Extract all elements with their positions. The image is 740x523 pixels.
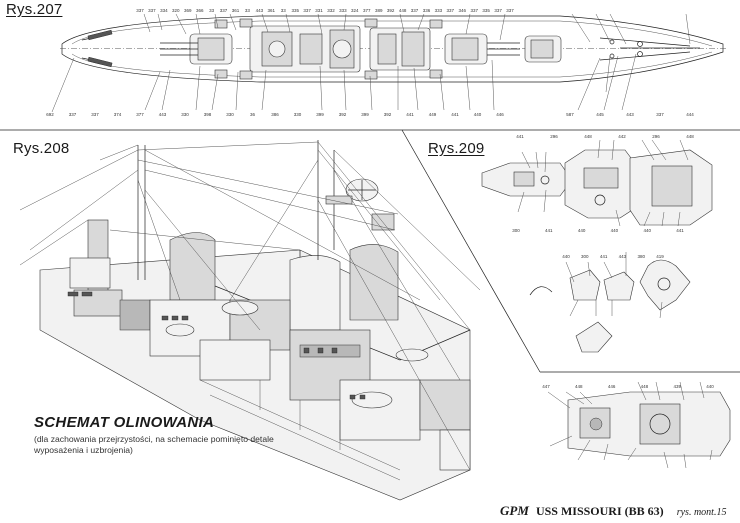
r209-a-3: 442	[618, 134, 626, 139]
deck-top-20: 389	[375, 8, 383, 13]
deck-bottom-13: 392	[339, 112, 347, 117]
r209-a-0: 441	[516, 134, 524, 139]
r209-d-3: 448	[641, 384, 649, 389]
r209-c-4: 380	[637, 254, 645, 259]
figure-label-rys-208: Rys.208	[13, 140, 70, 157]
rigging-isometric-drawing	[19, 140, 481, 501]
deck-right-2: 443	[626, 112, 634, 117]
r209-a-1: 296	[550, 134, 558, 139]
platform-detail-drawings	[481, 139, 731, 469]
deck-right-0: 587	[566, 112, 574, 117]
r209-a-5: 448	[686, 134, 694, 139]
deck-top-30: 337	[494, 8, 502, 13]
deck-top-21: 392	[387, 8, 395, 13]
deck-top-2: 334	[160, 8, 168, 13]
deck-top-12: 33	[281, 8, 287, 13]
deck-bottom-0: 692	[46, 112, 54, 117]
deck-right-3: 337	[656, 112, 664, 117]
deck-top-17: 333	[339, 8, 347, 13]
deck-bottom-16: 441	[406, 112, 414, 117]
deck-top-1: 337	[148, 8, 156, 13]
deck-top-24: 336	[423, 8, 431, 13]
r209-a-2: 448	[584, 134, 592, 139]
rigging-schema-title: SCHEMAT OLINOWANIA	[34, 414, 215, 431]
r209-a-4: 296	[652, 134, 660, 139]
deck-plan-drawing	[51, 13, 726, 113]
deck-bottom-4: 377	[136, 112, 144, 117]
r209-c-5: 419	[656, 254, 664, 259]
deck-bottom-12: 399	[316, 112, 324, 117]
deck-top-25: 333	[435, 8, 443, 13]
deck-top-28: 337	[470, 8, 478, 13]
r209-d-0: 447	[542, 384, 550, 389]
deck-top-14: 337	[303, 8, 311, 13]
section-dividers	[0, 129, 740, 373]
deck-top-22: 448	[399, 8, 407, 13]
publisher-logo: GPM	[500, 503, 529, 518]
deck-top-4: 369	[184, 8, 192, 13]
deck-top-18: 324	[351, 8, 359, 13]
deck-top-3: 320	[172, 8, 180, 13]
deck-bottom-17: 449	[429, 112, 437, 117]
r209-d-4: 439	[673, 384, 681, 389]
deck-top-10: 443	[256, 8, 264, 13]
deck-top-19: 377	[363, 8, 371, 13]
r209-c-3: 443	[619, 254, 627, 259]
sheet-number: rys. mont.15	[676, 507, 727, 518]
deck-right-4: 444	[686, 112, 694, 117]
deck-top-8: 361	[232, 8, 240, 13]
deck-top-29: 335	[482, 8, 490, 13]
deck-bottom-3: 374	[114, 112, 122, 117]
r209-b-0: 300	[512, 228, 520, 233]
deck-top-26: 337	[447, 8, 455, 13]
deck-bottom-14: 399	[361, 112, 369, 117]
r209-c-2: 441	[600, 254, 608, 259]
deck-bottom-1: 337	[69, 112, 77, 117]
deck-bottom-9: 36	[250, 112, 256, 117]
r209-c-1: 300	[581, 254, 589, 259]
r209-b-5: 441	[676, 228, 684, 233]
deck-top-9: 33	[245, 8, 251, 13]
r209-d-2: 446	[608, 384, 616, 389]
deck-top-0: 337	[136, 8, 144, 13]
callout-numbers: 337 337 334 320 369 366 33 337 361 33 443 361 33 335 3…	[46, 8, 714, 389]
deck-bottom-2: 337	[91, 112, 99, 117]
deck-top-6: 33	[209, 8, 215, 13]
deck-bottom-6: 330	[181, 112, 189, 117]
deck-top-31: 337	[506, 8, 514, 13]
sheet-footer: GPM USS MISSOURI (BB 63) rys. mont.15	[500, 503, 726, 519]
figure-label-rys-209: Rys.209	[428, 140, 485, 157]
r209-b-1: 441	[545, 228, 553, 233]
r209-b-4: 440	[643, 228, 651, 233]
deck-bottom-20: 446	[496, 112, 504, 117]
deck-bottom-15: 392	[384, 112, 392, 117]
deck-bottom-8: 330	[226, 112, 234, 117]
deck-top-11: 361	[268, 8, 276, 13]
deck-bottom-18: 441	[451, 112, 459, 117]
r209-c-0: 440	[562, 254, 570, 259]
rigging-schema-note: (dla zachowania przejrzystości, na schem…	[34, 434, 274, 455]
ship-name: USS MISSOURI (BB 63)	[535, 504, 664, 518]
deck-right-1: 445	[596, 112, 604, 117]
deck-bottom-10: 386	[271, 112, 279, 117]
r209-b-2: 440	[578, 228, 586, 233]
deck-top-5: 366	[196, 8, 204, 13]
deck-top-7: 337	[220, 8, 228, 13]
r209-d-5: 440	[706, 384, 714, 389]
deck-bottom-5: 443	[159, 112, 167, 117]
deck-top-27: 346	[459, 8, 467, 13]
deck-top-15: 331	[315, 8, 323, 13]
deck-bottom-11: 330	[294, 112, 302, 117]
deck-bottom-7: 398	[204, 112, 212, 117]
deck-top-16: 332	[327, 8, 335, 13]
deck-bottom-19: 440	[474, 112, 482, 117]
deck-top-23: 337	[411, 8, 419, 13]
figure-label-rys-207: Rys.207	[6, 1, 63, 18]
r209-b-3: 440	[611, 228, 619, 233]
r209-d-1: 448	[575, 384, 583, 389]
deck-top-13: 335	[291, 8, 299, 13]
